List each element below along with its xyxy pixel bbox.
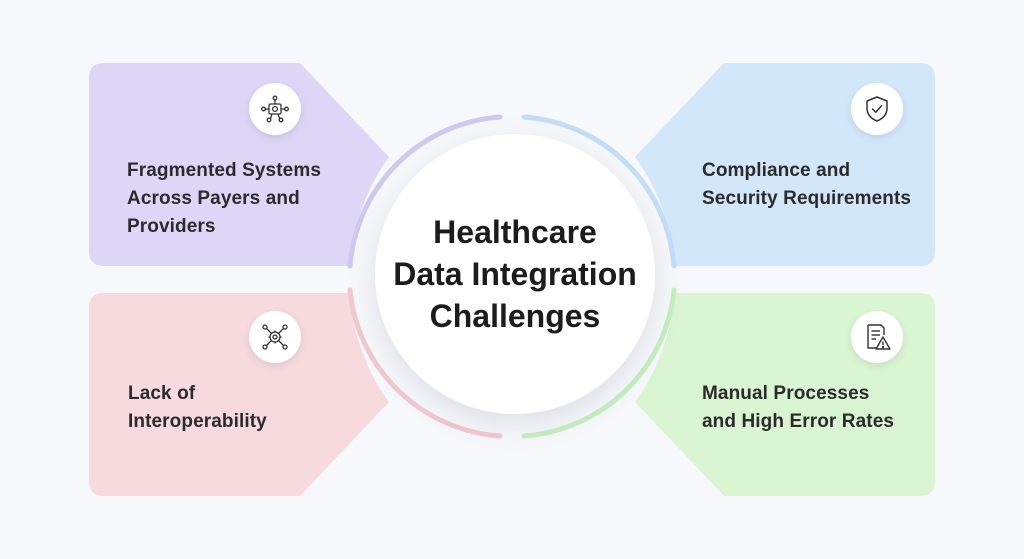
diagram-title: Healthcare Data Integration Challenges	[393, 214, 637, 334]
gear-network-icon	[249, 311, 301, 363]
ring-arc-top-left	[347, 114, 503, 269]
ring-arc-bottom-right	[521, 287, 677, 439]
panel-top-left-shape	[89, 63, 389, 266]
network-hub-icon	[249, 83, 301, 135]
card-interoperability-label: Lack of Interoperability	[128, 383, 267, 432]
card-compliance-security-label: Compliance and Security Requirements	[702, 160, 912, 209]
card-fragmented-systems-label: Fragmented Systems Across Payers and Pro…	[127, 160, 321, 237]
shield-check-icon	[851, 83, 903, 135]
ring-arc-top-right	[521, 114, 677, 269]
document-warning-icon	[851, 311, 903, 363]
center-circle: Healthcare Data Integration Challenges	[375, 134, 655, 414]
panel-bottom-left-shape	[89, 293, 389, 496]
card-manual-processes-label: Manual Processes and High Error Rates	[702, 383, 895, 432]
ring-arc-bottom-left	[347, 287, 503, 439]
